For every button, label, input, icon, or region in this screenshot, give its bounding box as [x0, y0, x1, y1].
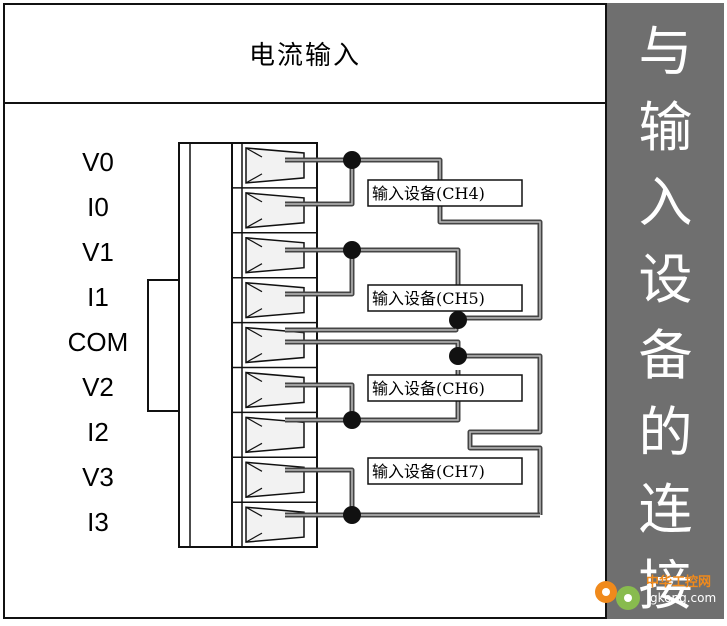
terminal-label-v3: V3	[82, 462, 114, 492]
terminal-clamp-edge	[245, 416, 263, 427]
wire-highlight	[285, 249, 353, 295]
junction-dot	[449, 311, 467, 329]
terminal-label-com: COM	[68, 327, 129, 357]
terminal-label-v1: V1	[82, 237, 114, 267]
device-label-ch4: 输入设备(CH4)	[372, 184, 485, 203]
side-caption-char: 设	[638, 248, 693, 311]
wire-highlight	[285, 384, 353, 421]
side-caption-char: 连	[638, 478, 693, 541]
side-caption-char: 入	[638, 171, 693, 234]
terminal-clamp-edge	[245, 218, 263, 229]
terminal-clamp-edge	[245, 371, 263, 383]
terminal-label-i2: I2	[87, 417, 109, 447]
device-box-ch6	[367, 374, 523, 402]
terminal-label-i3: I3	[87, 507, 109, 537]
terminal-label-i1: I1	[87, 282, 109, 312]
terminal-clamp-edge	[245, 308, 263, 319]
device-box-ch5	[367, 284, 523, 312]
gear-icon	[595, 581, 640, 610]
terminal-label-v2: V2	[82, 372, 114, 402]
side-caption: 与 输 入 设 备 的 连 接	[607, 3, 724, 619]
terminal-clamp-edge	[245, 263, 263, 274]
device-box-ch7	[367, 457, 523, 485]
wire	[285, 339, 543, 515]
watermark-logo: 中华工控网 gkong.com	[595, 574, 716, 610]
wire-highlight	[285, 341, 541, 515]
junction-dot	[343, 411, 361, 429]
terminal-label-i0: I0	[87, 192, 109, 222]
device-label-ch7: 输入设备(CH7)	[372, 462, 485, 481]
terminal-block-body	[178, 142, 233, 548]
junction-dot	[343, 151, 361, 169]
device-label-ch6: 输入设备(CH6)	[372, 379, 485, 398]
terminal-clamp-edge	[245, 532, 263, 543]
connector-tab	[147, 279, 182, 412]
junction-dot	[449, 347, 467, 365]
wire-highlight	[285, 159, 353, 205]
wire-highlight	[285, 469, 353, 516]
terminal-label-v0: V0	[82, 147, 114, 177]
terminal-clamp-edge	[245, 461, 263, 472]
side-caption-char: 与	[638, 20, 693, 83]
device-label-ch5: 输入设备(CH5)	[372, 289, 485, 308]
terminal-clamp-edge	[245, 192, 263, 203]
terminal-clamp-edge	[245, 442, 263, 453]
side-caption-char: 输	[638, 96, 693, 159]
terminal-clamp-edge	[245, 352, 263, 364]
side-caption-char: 的	[638, 401, 693, 464]
terminal-clamp-edge	[245, 282, 263, 293]
side-caption-char: 接	[638, 554, 693, 617]
terminal-clamp-edge	[245, 147, 263, 158]
watermark-url: gkong.com	[650, 591, 716, 605]
terminal-clamp-edge	[245, 327, 263, 338]
junction-dot	[343, 241, 361, 259]
side-caption-char: 备	[638, 324, 693, 387]
terminal-clamp-edge	[245, 397, 263, 408]
terminal-clamp-edge	[245, 237, 263, 248]
junction-dot	[343, 506, 361, 524]
diagram-title: 电流输入	[248, 41, 361, 71]
terminal-clamp-edge	[245, 506, 263, 517]
device-box-ch4	[367, 179, 523, 207]
terminal-clamp-edge	[245, 173, 263, 184]
watermark-title: 中华工控网	[646, 574, 711, 590]
title-box: 电流输入	[5, 5, 605, 104]
terminal-clamp-edge	[245, 487, 263, 498]
